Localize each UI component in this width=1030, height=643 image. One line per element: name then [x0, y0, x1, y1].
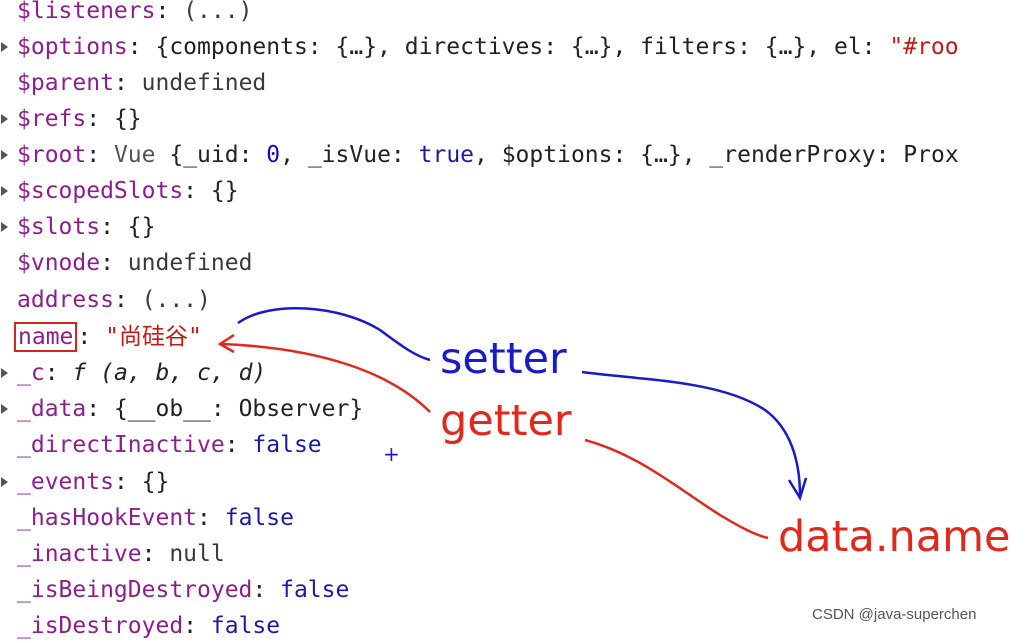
prop-sep: : [100, 214, 128, 240]
prop-key: _hasHookEvent [17, 505, 198, 531]
cursor-plus-icon: + [383, 442, 400, 466]
prop-key: _events [17, 469, 114, 495]
prop-value-function: f (a, b, c, d) [72, 360, 267, 386]
prop-value-class: Vue [113, 142, 156, 168]
data-name-label: data.name [778, 512, 1011, 562]
prop-value-string: "尚硅谷" [105, 324, 202, 350]
prop-value[interactable]: (...) [183, 0, 253, 24]
getter-label: getter [440, 396, 572, 446]
prop-sep: : [113, 70, 142, 96]
getter-curve [584, 438, 769, 540]
prop-sep: : [252, 577, 281, 603]
prop-value: {} [210, 178, 239, 204]
prop-sep: : [86, 142, 114, 168]
prop-value: {_uid: [155, 142, 267, 168]
prop-sep: : [113, 469, 142, 495]
prop-value: {} [113, 106, 142, 132]
expand-arrow-icon[interactable] [1, 368, 8, 378]
prop-value: {} [127, 214, 156, 240]
prop-sep: : [100, 250, 128, 276]
prop-key: _directInactive [17, 432, 225, 458]
prop-value: null [169, 541, 225, 567]
prop-key: $options [17, 34, 128, 60]
prop-key: _inactive [17, 541, 142, 567]
expand-arrow-icon[interactable] [1, 42, 8, 52]
prop-value: , $options: {…}, _renderProxy: Prox [474, 142, 959, 168]
prop-value-string: "#roo [889, 34, 959, 60]
prop-key: _c [17, 360, 45, 386]
prop-key: _isDestroyed [17, 613, 184, 639]
prop-value: undefined [141, 70, 267, 96]
expand-arrow-icon[interactable] [1, 150, 8, 160]
prop-value-keyword: false [210, 613, 281, 639]
prop-value[interactable]: (...) [141, 287, 211, 313]
prop-sep: : [127, 34, 156, 60]
prop-value: {} [141, 469, 170, 495]
prop-sep: : [77, 324, 106, 350]
prop-sep: : [44, 360, 73, 386]
prop-key-highlighted: name [14, 322, 78, 352]
prop-value-number: 0 [266, 142, 281, 168]
prop-key: $parent [17, 70, 114, 96]
setter-arrow [581, 370, 802, 497]
prop-value: undefined [127, 250, 253, 276]
watermark: CSDN @java-superchen [812, 606, 977, 623]
prop-value-keyword: false [280, 577, 350, 603]
expand-arrow-icon[interactable] [1, 114, 8, 124]
expand-arrow-icon[interactable] [1, 404, 8, 414]
setter-label: setter [440, 334, 567, 384]
prop-sep: : [197, 505, 225, 531]
prop-sep: : [183, 613, 211, 639]
prop-key: $root [17, 142, 87, 168]
prop-key: $refs [17, 106, 87, 132]
prop-sep: : [141, 541, 170, 567]
prop-value-keyword: false [224, 505, 294, 531]
prop-value: {components: {…}, directives: {…}, filte… [155, 34, 890, 60]
prop-value: , _isVue: [280, 142, 419, 168]
prop-key: $listeners [17, 0, 156, 24]
expand-arrow-icon[interactable] [1, 477, 8, 487]
prop-key: _isBeingDestroyed [17, 577, 253, 603]
setter-curve [237, 307, 431, 362]
prop-sep: : [113, 287, 142, 313]
prop-sep: : [224, 432, 253, 458]
prop-sep: : [86, 106, 114, 132]
prop-key: $slots [17, 214, 101, 240]
expand-arrow-icon[interactable] [1, 186, 8, 196]
prop-sep: : [183, 178, 211, 204]
prop-sep: : [155, 0, 184, 24]
prop-key: $vnode [17, 250, 101, 276]
prop-key: $scopedSlots [17, 178, 184, 204]
prop-sep: : [86, 396, 114, 422]
getter-arrow [221, 342, 431, 413]
prop-key: address [17, 287, 114, 313]
setter-arrowhead [787, 477, 808, 502]
prop-value-keyword: false [252, 432, 322, 458]
prop-key: _data [17, 396, 87, 422]
prop-value: {__ob__: Observer} [113, 396, 364, 422]
prop-value-keyword: true [418, 142, 475, 168]
expand-arrow-icon[interactable] [1, 222, 8, 232]
getter-arrowhead [217, 333, 235, 354]
